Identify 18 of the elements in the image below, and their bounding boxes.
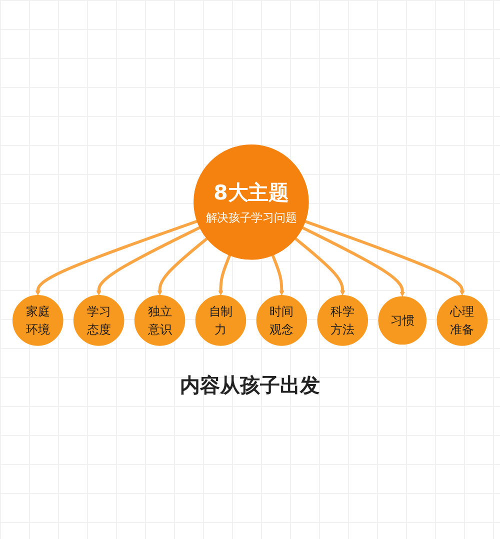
node-circle: 家庭环境 bbox=[12, 294, 64, 346]
arrow bbox=[218, 254, 232, 296]
arrow bbox=[304, 220, 465, 296]
node-circle: 科学方法 bbox=[317, 294, 368, 346]
arrow bbox=[96, 226, 200, 296]
arrow bbox=[271, 254, 284, 296]
node-circle: 学习态度 bbox=[73, 294, 124, 346]
arrow bbox=[157, 237, 208, 296]
note-text: 内容从孩子出发 bbox=[180, 372, 320, 400]
node-circle: 习惯 bbox=[378, 296, 427, 344]
node-circle: 独立意识 bbox=[134, 294, 186, 346]
node-circle: 心理准备 bbox=[436, 294, 488, 346]
node-circle: 自制力 bbox=[195, 294, 246, 346]
node-circle: 时间观念 bbox=[256, 294, 308, 346]
node-circle: 8大主题 解决孩子学习问题 bbox=[194, 144, 309, 260]
arrow bbox=[35, 220, 198, 296]
arrow bbox=[302, 226, 405, 297]
arrow bbox=[294, 237, 346, 296]
